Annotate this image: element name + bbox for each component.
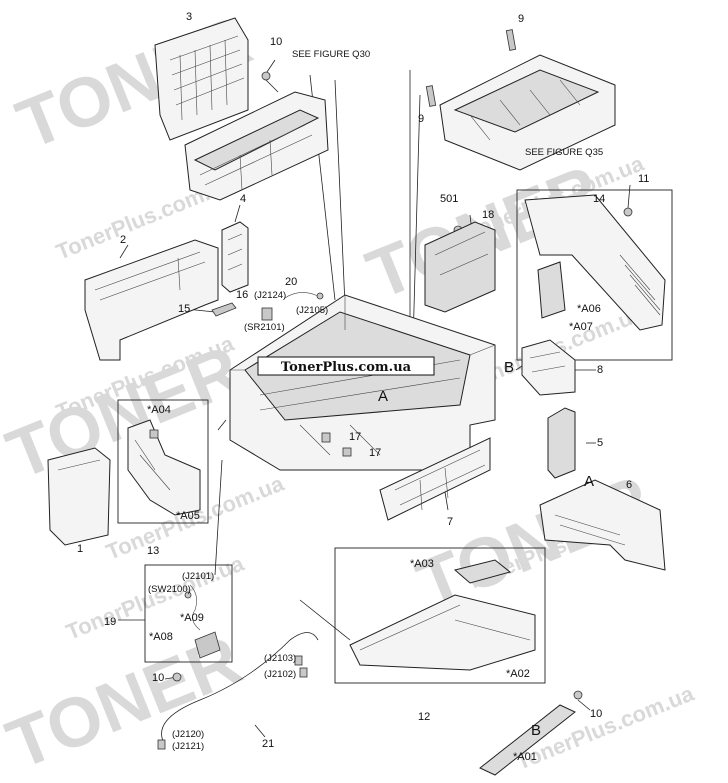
callout-10: 10 (152, 672, 164, 684)
callout-13: 13 (147, 545, 159, 557)
callout-10: 10 (270, 36, 282, 48)
callout-a07: *A07 (569, 321, 593, 333)
screw-10-top (261, 71, 279, 93)
callout-a05: *A05 (176, 510, 200, 522)
part-12-group (334, 547, 546, 684)
assembly-q30 (184, 91, 329, 201)
callout-a01: *A01 (513, 751, 537, 763)
callout-10: 10 (590, 708, 602, 720)
connector-16 (261, 307, 273, 321)
callout-letter-b: B (531, 722, 541, 739)
callout-4: 4 (240, 193, 246, 205)
callout-see-figure-q30: SEE FIGURE Q30 (292, 49, 370, 60)
callout-see-figure-q35: SEE FIGURE Q35 (525, 147, 603, 158)
callout-j2124: (J2124) (254, 290, 286, 301)
part-3-guide (154, 17, 249, 141)
callout-9: 9 (418, 113, 424, 125)
callout-j2121: (J2121) (172, 741, 204, 752)
callout-9: 9 (518, 13, 524, 25)
callout-12: 12 (418, 711, 430, 723)
callout-letter-b: B (504, 359, 514, 376)
part-a01-rail (479, 690, 583, 776)
url-banner: TonerPlus.com.ua (257, 356, 435, 376)
callout-16: 16 (236, 289, 248, 301)
callout-18: 18 (482, 209, 494, 221)
part-5 (547, 407, 576, 479)
callout-a09: *A09 (180, 612, 204, 624)
callout-20: 20 (285, 276, 297, 288)
part-14-group (516, 189, 673, 361)
callout-11: 11 (638, 173, 649, 185)
connector-20 (284, 292, 324, 300)
callout-21: 21 (262, 738, 274, 750)
callout-1: 1 (77, 543, 83, 555)
main-chassis (229, 294, 496, 471)
callout-j2120: (J2120) (172, 729, 204, 740)
callout-a06: *A06 (577, 303, 601, 315)
callout-a02: *A02 (506, 668, 530, 680)
callout-a03: *A03 (410, 558, 434, 570)
callout-letter-a: A (584, 473, 594, 490)
callout-501: 501 (440, 193, 458, 205)
callout-j2103: (J2103) (264, 653, 296, 664)
callout-17: 17 (349, 431, 361, 443)
callout-8: 8 (597, 364, 603, 376)
callout-sw2100: (SW2100) (148, 584, 191, 595)
callout-5: 5 (597, 437, 603, 449)
callout-letter-a: A (378, 388, 388, 405)
part-19-group (144, 564, 233, 682)
assembly-q35 (425, 29, 616, 171)
callout-19: 19 (104, 616, 116, 628)
part-7-panel (379, 437, 491, 521)
callout-j2101: (J2101) (182, 571, 214, 582)
part-13-group (117, 399, 209, 524)
callout-15: 15 (178, 303, 190, 315)
callout-7: 7 (447, 516, 453, 528)
callout-j2102: (J2102) (264, 669, 296, 680)
callout-labels: 3 10 SEE FIGURE Q30 9 9 SEE FIGURE Q35 4… (77, 11, 649, 763)
part-21-cable (157, 632, 319, 750)
callout-j2105: (J2105) (296, 305, 328, 316)
part-4 (221, 221, 249, 293)
part-8 (521, 339, 576, 396)
part-2-cover (84, 239, 219, 361)
callout-2: 2 (120, 234, 126, 246)
part-15 (211, 302, 237, 317)
callout-a08: *A08 (149, 631, 173, 643)
callout-14: 14 (593, 193, 605, 205)
callout-6: 6 (626, 479, 632, 491)
callout-3: 3 (186, 11, 192, 23)
callout-sr2101: (SR2101) (244, 322, 285, 333)
callout-17: 17 (369, 447, 381, 459)
callout-a04: *A04 (147, 404, 171, 416)
url-banner-text: TonerPlus.com.ua (281, 360, 412, 375)
part-1-door (47, 447, 111, 546)
part-18-board (424, 221, 496, 313)
part-6 (539, 479, 666, 571)
